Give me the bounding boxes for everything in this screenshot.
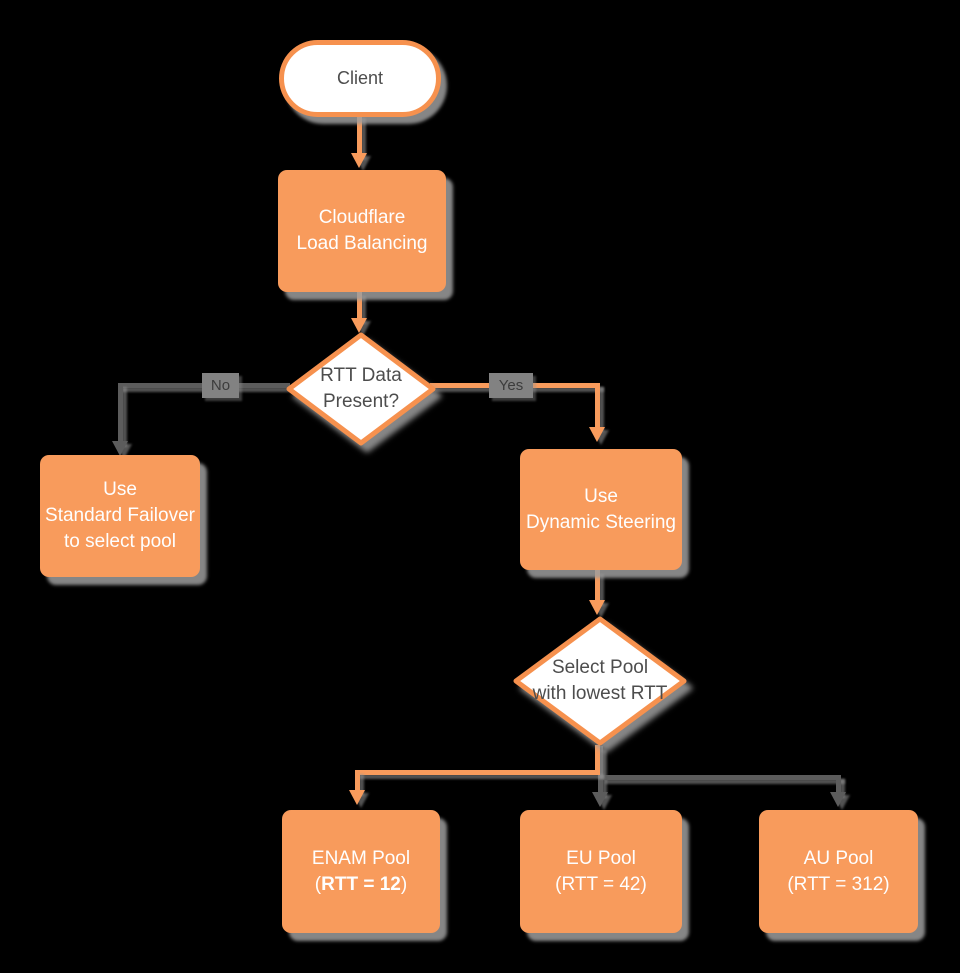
node-rtt-decision: RTT Data Present? — [285, 331, 437, 447]
connector-eu-vertical — [598, 746, 603, 794]
arrowhead-client-lb-icon — [351, 153, 367, 168]
connector-enam-horizontal — [355, 770, 600, 775]
node-eu-pool-line1: EU Pool — [566, 847, 636, 869]
node-client-label: Client — [336, 68, 384, 88]
arrowhead-no-icon — [112, 441, 128, 456]
diamond-shape-icon — [286, 332, 436, 446]
arrowhead-au-icon — [830, 792, 846, 807]
connector-enam-stub — [595, 745, 600, 775]
diamond-shape-icon — [513, 616, 687, 746]
connector-yes-vertical — [595, 383, 600, 428]
connector-client-lb — [357, 114, 362, 156]
node-eu-pool: EU Pool (RTT = 42) — [520, 810, 682, 933]
node-pool-decision: Select Pool with lowest RTT — [512, 615, 688, 747]
node-dynamic-steering: Use Dynamic Steering — [520, 449, 682, 570]
node-au-pool-line1: AU Pool — [803, 847, 874, 869]
edge-label-yes: Yes — [489, 373, 533, 398]
node-standard-failover-line3: to select pool — [64, 531, 176, 552]
node-dynamic-steering-line2: Dynamic Steering — [526, 511, 676, 533]
node-load-balancer-line2: Load Balancing — [296, 233, 428, 254]
node-au-pool: AU Pool (RTT = 312) — [759, 810, 918, 933]
arrowhead-lb-decision-icon — [351, 318, 367, 333]
enam-rtt-suffix: ) — [400, 873, 408, 895]
arrowhead-eu-icon — [592, 792, 608, 807]
node-enam-pool-line1: ENAM Pool — [311, 847, 411, 869]
node-rtt-decision-line2: Present? — [322, 391, 400, 412]
connector-enam-vertical — [355, 770, 360, 792]
node-pool-decision-line1: Select Pool — [551, 657, 649, 678]
node-standard-failover-line2: Standard Failover — [45, 505, 195, 526]
connector-au-vertical — [836, 775, 841, 794]
edge-label-yes-text: Yes — [498, 377, 524, 394]
node-enam-pool-line2: (RTT = 12) — [315, 872, 407, 898]
node-load-balancer-line1: Cloudflare — [318, 207, 406, 228]
node-client: Client — [279, 40, 441, 117]
node-standard-failover-line1: Use — [103, 479, 137, 500]
arrowhead-enam-icon — [349, 790, 365, 805]
arrowhead-steering-decision-icon — [589, 600, 605, 615]
node-au-pool-line2: (RTT = 312) — [787, 873, 890, 895]
node-eu-pool-line2: (RTT = 42) — [555, 873, 647, 895]
node-rtt-decision-line1: RTT Data — [320, 365, 402, 386]
edge-label-no: No — [202, 373, 239, 398]
node-load-balancer: Cloudflare Load Balancing — [278, 170, 446, 292]
node-pool-decision-line2: with lowest RTT — [532, 683, 668, 704]
connector-lb-decision — [357, 292, 362, 320]
connector-steering-decision — [595, 570, 600, 602]
node-enam-pool: ENAM Pool (RTT = 12) — [282, 810, 440, 933]
arrowhead-yes-icon — [589, 427, 605, 442]
node-standard-failover: Use Standard Failover to select pool — [40, 455, 200, 577]
edge-label-no-text: No — [210, 377, 231, 394]
node-dynamic-steering-line1: Use — [584, 485, 618, 507]
connector-no-vertical — [118, 383, 123, 443]
enam-rtt-value: RTT = 12 — [321, 873, 401, 895]
connector-au-horizontal — [601, 775, 841, 780]
enam-rtt-prefix: ( — [314, 873, 322, 895]
